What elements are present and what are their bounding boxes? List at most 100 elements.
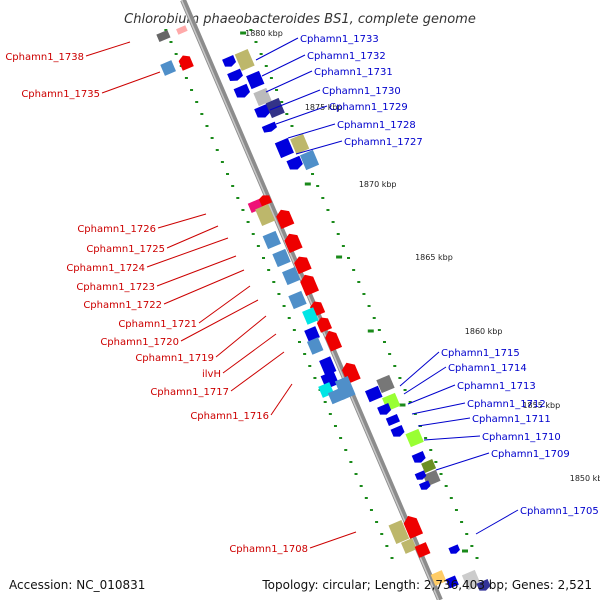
gene-feature [403, 515, 424, 539]
gene-block [334, 376, 356, 400]
gene-feature [306, 337, 324, 355]
tick-dot [251, 233, 255, 235]
label-leader [275, 105, 328, 125]
tick-dot [169, 41, 173, 43]
tick-dot [429, 449, 433, 451]
gene-feature [258, 195, 273, 207]
gene-arrow [325, 330, 343, 352]
gene-label-left: Cphamn1_1725 [86, 244, 165, 255]
gene-block [405, 428, 424, 448]
tick-dot [205, 125, 209, 127]
tick-dot [460, 521, 464, 523]
gene-feature [160, 60, 176, 76]
gene-block [253, 87, 272, 107]
gene-label-right: Cphamn1_1711 [472, 414, 551, 425]
tick-dot [231, 185, 235, 187]
label-leader [261, 54, 306, 77]
gene-feature [234, 48, 255, 72]
tick-dot [352, 269, 356, 271]
tick-dot [292, 329, 296, 331]
genome-summary: Topology: circular; Length: 2,736,403 bp… [262, 578, 592, 592]
tick-dot [321, 197, 325, 199]
label-leader [222, 333, 277, 374]
gene-arrow [294, 256, 312, 275]
gene-feature [290, 133, 310, 155]
tick-dot [434, 461, 438, 463]
gene-feature [334, 376, 356, 400]
gene-feature [304, 326, 320, 342]
label-leader [146, 237, 229, 268]
gene-feature [421, 459, 437, 473]
gene-feature [325, 330, 343, 352]
gene-feature [178, 55, 194, 71]
gene-arrow [316, 317, 333, 333]
label-leader [269, 89, 321, 111]
gene-block [262, 230, 281, 250]
gene-feature [448, 544, 460, 554]
gene-arrow [300, 274, 319, 296]
gene-feature [401, 538, 417, 554]
tick-dot [344, 449, 348, 451]
tick-dot [336, 233, 340, 235]
gene-arrow [261, 121, 278, 133]
label-leader [166, 225, 219, 249]
tick-dot [323, 401, 327, 403]
gene-feature [284, 233, 303, 254]
gene-feature [319, 356, 337, 376]
label-leader [265, 70, 313, 93]
tick-dot [347, 257, 351, 259]
gene-label-left: Cphamn1_1708 [229, 544, 308, 555]
tick-dot [465, 533, 469, 535]
label-leader [270, 383, 293, 416]
tick-dot [282, 305, 286, 307]
gene-feature [364, 385, 383, 403]
tick-label: 1870 kbp [359, 180, 397, 189]
gene-feature [222, 55, 237, 67]
gene-block [272, 248, 291, 268]
gene-feature [376, 374, 395, 394]
gene-arrow [411, 451, 426, 463]
gene-block [246, 70, 265, 90]
gene-feature [430, 570, 447, 586]
gene-feature [286, 155, 303, 170]
label-leader [180, 299, 259, 342]
tick-dot [390, 557, 394, 559]
gene-block [290, 133, 310, 155]
gene-label-right: Cphamn1_1705 [520, 506, 599, 517]
tick-dot [256, 245, 260, 247]
gene-label-left: ilvH [202, 369, 221, 380]
gene-label-left: Cphamn1_1720 [100, 337, 179, 348]
gene-block [304, 326, 320, 342]
tick-dot [385, 545, 389, 547]
gene-arrow [419, 480, 431, 490]
tick-dot [372, 317, 376, 319]
gene-arrow [286, 155, 303, 170]
label-leader [435, 452, 490, 471]
tick-dot [359, 485, 363, 487]
label-leader [156, 255, 237, 287]
gene-feature [316, 317, 333, 333]
tick-dot [241, 209, 245, 211]
tick-dot [259, 53, 263, 55]
gene-feature [227, 68, 243, 82]
tick-dot [267, 269, 271, 271]
gene-block [445, 575, 459, 589]
tick-dot [200, 113, 204, 115]
tick-dot [339, 437, 343, 439]
tick-label: 1880 kbp [245, 29, 283, 38]
tick-dot [364, 497, 368, 499]
gene-feature [262, 230, 281, 250]
tick-dot [367, 305, 371, 307]
tick-dot [190, 89, 194, 91]
gene-block [401, 538, 417, 554]
tick-dot [210, 137, 214, 139]
label-leader [101, 71, 161, 94]
gene-block [302, 307, 319, 325]
map-title: Chlorobium phaeobacteroides BS1, complet… [124, 12, 476, 27]
backbone-highlight [180, 0, 440, 600]
label-leader [287, 123, 336, 139]
gene-block [282, 266, 301, 286]
tick-dot [382, 341, 386, 343]
tick-dot [303, 353, 307, 355]
gene-feature [261, 121, 278, 133]
